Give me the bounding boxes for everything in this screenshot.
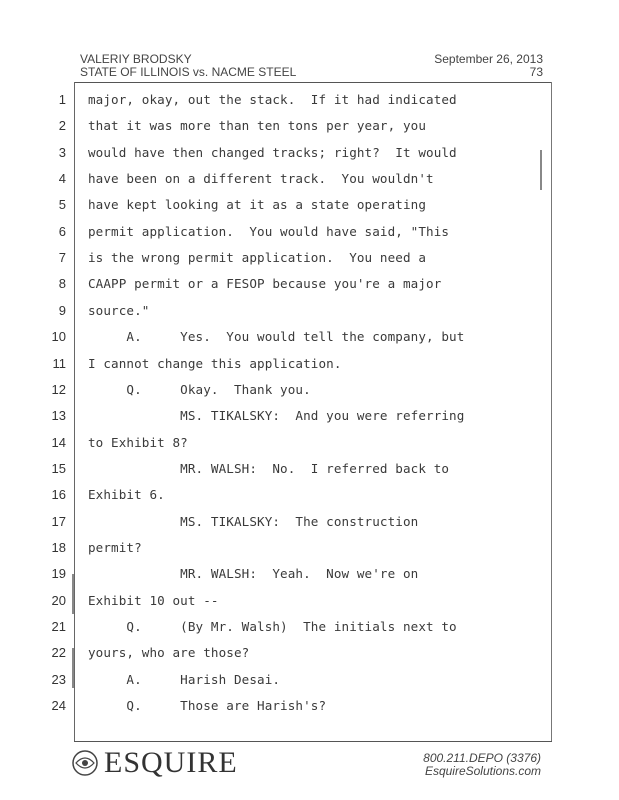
transcript-line: Q. Okay. Thank you. (88, 382, 311, 397)
line-number: 21 (51, 619, 66, 634)
transcript-line: permit? (88, 540, 142, 555)
transcript-line: Q. Those are Harish's? (88, 698, 327, 713)
transcript-line: CAAPP permit or a FESOP because you're a… (88, 276, 442, 291)
transcript-line: Exhibit 6. (88, 487, 165, 502)
header-left: VALERIY BRODSKY STATE OF ILLINOIS vs. NA… (80, 53, 296, 79)
transcript-line: MS. TIKALSKY: And you were referring (88, 408, 465, 423)
line-number: 12 (51, 382, 66, 397)
frame-left-border (74, 82, 75, 742)
line-number: 10 (51, 329, 66, 344)
transcript-line: Q. (By Mr. Walsh) The initials next to (88, 619, 457, 634)
transcript-line: MR. WALSH: No. I referred back to (88, 461, 450, 476)
transcript-line: yours, who are those? (88, 645, 250, 660)
footer-contact: 800.211.DEPO (3376) EsquireSolutions.com (423, 752, 541, 778)
transcript-line: source." (88, 303, 150, 318)
line-number: 9 (58, 303, 66, 318)
transcript-line: A. Harish Desai. (88, 672, 281, 687)
transcript-line: permit application. You would have said,… (88, 224, 450, 239)
page-number: 73 (529, 65, 543, 79)
footer-website: EsquireSolutions.com (424, 764, 541, 778)
deposition-date: September 26, 2013 (434, 52, 543, 66)
transcript-line: have been on a different track. You woul… (88, 171, 434, 186)
line-number: 11 (52, 356, 67, 371)
line-number: 15 (51, 461, 66, 476)
transcript-line: A. Yes. You would tell the company, but (88, 329, 465, 344)
line-number: 19 (51, 566, 66, 581)
line-number: 13 (51, 408, 66, 423)
transcript-line: have kept looking at it as a state opera… (88, 197, 427, 212)
transcript-line: is the wrong permit application. You nee… (88, 250, 427, 265)
line-number: 2 (58, 118, 66, 133)
transcript-line: MS. TIKALSKY: The construction (88, 514, 419, 529)
esquire-logo: ESQUIRE (70, 746, 238, 780)
transcript-line: to Exhibit 8? (88, 435, 188, 450)
frame-top-border (74, 82, 552, 83)
header-right: September 26, 2013 73 (434, 53, 543, 79)
case-name: STATE OF ILLINOIS vs. NACME STEEL (80, 65, 297, 79)
transcript-line: I cannot change this application. (88, 356, 342, 371)
line-number: 18 (51, 540, 66, 555)
line-number: 3 (58, 145, 66, 160)
esquire-emblem-icon (72, 750, 98, 776)
line-number: 20 (51, 593, 66, 608)
line-number: 6 (58, 224, 66, 239)
line-number: 8 (58, 276, 66, 291)
transcript-line: Exhibit 10 out -- (88, 593, 219, 608)
margin-mark (540, 150, 542, 190)
transcript-line: that it was more than ten tons per year,… (88, 118, 427, 133)
line-number: 22 (51, 645, 66, 660)
logo-wordmark: ESQUIRE (104, 746, 238, 779)
witness-name: VALERIY BRODSKY (80, 52, 192, 66)
footer-phone: 800.211.DEPO (3376) (423, 751, 541, 765)
frame-bottom-border (74, 741, 552, 742)
frame-right-border (551, 82, 552, 742)
margin-mark (72, 648, 74, 688)
line-number: 23 (51, 672, 66, 687)
line-number: 17 (51, 514, 66, 529)
margin-mark (72, 574, 74, 614)
line-number: 24 (51, 698, 66, 713)
line-number: 5 (58, 197, 66, 212)
line-number: 7 (58, 250, 66, 265)
line-number: 1 (58, 92, 66, 107)
line-number: 14 (51, 435, 66, 450)
transcript-line: would have then changed tracks; right? I… (88, 145, 457, 160)
line-number: 4 (58, 171, 66, 186)
transcript-line: MR. WALSH: Yeah. Now we're on (88, 566, 419, 581)
line-number: 16 (51, 487, 66, 502)
transcript-line: major, okay, out the stack. If it had in… (88, 92, 457, 107)
